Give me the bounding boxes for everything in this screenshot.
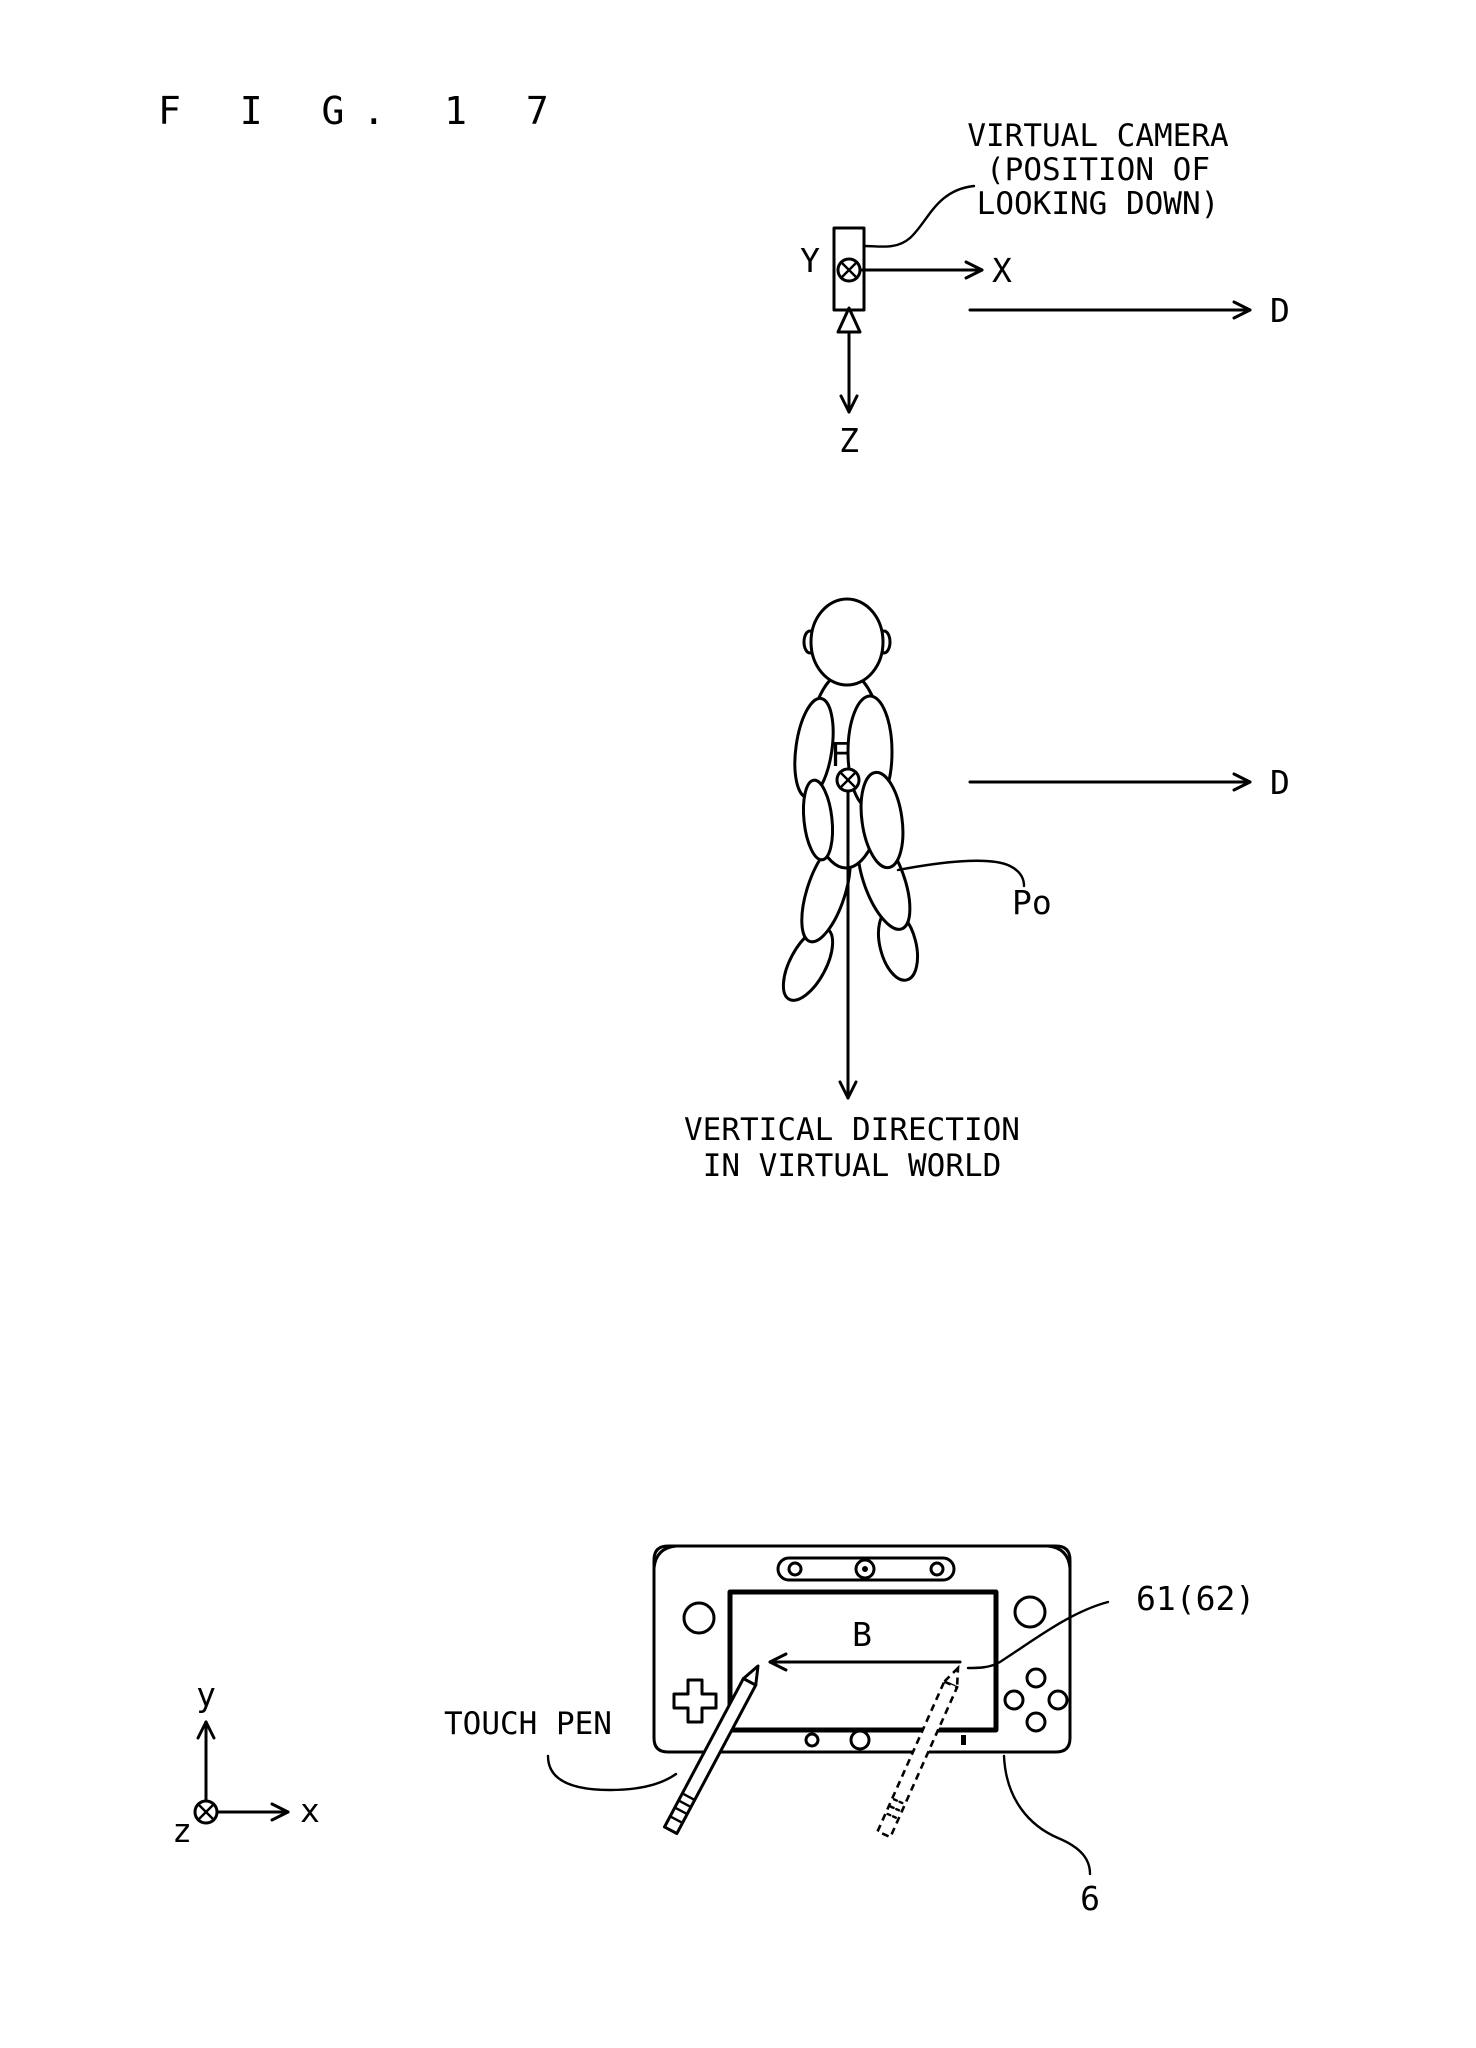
y-axis-cross-icon — [839, 260, 859, 280]
bottom-button-small-icon[interactable] — [804, 1732, 820, 1748]
terminal-camera-lens-icon — [862, 1566, 868, 1572]
terminal-device-group: B 61(62) TOUCH PEN 6 — [444, 1544, 1255, 1918]
camera-leader-line — [862, 184, 976, 248]
player-leader-line — [896, 859, 1026, 888]
terminal-sensor-right-icon — [929, 1561, 945, 1577]
face-button-top-icon[interactable] — [1025, 1667, 1047, 1689]
axis-z-label: Z — [839, 421, 859, 460]
touch-axis-z-label: z — [172, 1811, 192, 1850]
device-ref-label: 6 — [1080, 1879, 1100, 1918]
face-button-left-icon[interactable] — [1003, 1689, 1025, 1711]
camera-lens-icon — [836, 306, 862, 334]
figure-title: F I G. 1 7 — [158, 89, 567, 133]
device-leader-line — [1002, 1754, 1092, 1876]
camera-label-line-1: VIRTUAL CAMERA — [967, 118, 1229, 154]
point-f-label: F — [830, 735, 850, 774]
cross-key-dpad-icon[interactable] — [672, 1678, 718, 1724]
vertical-caption-line-1: VERTICAL DIRECTION — [684, 1112, 1020, 1148]
face-button-bottom-icon[interactable] — [1025, 1711, 1047, 1733]
camera-label-line-2: (POSITION OF — [986, 152, 1210, 188]
vertical-caption-line-2: IN VIRTUAL WORLD — [703, 1148, 1002, 1184]
pen-leader-line — [546, 1754, 678, 1792]
direction-d-label-top: D — [1270, 291, 1290, 330]
touch-panel-axes-group: y x z — [172, 1675, 320, 1850]
touch-axis-y-label: y — [196, 1675, 216, 1714]
slide-b-label: B — [852, 1615, 872, 1654]
left-analog-stick-icon[interactable] — [682, 1601, 716, 1635]
touch-z-axis-cross-icon — [196, 1802, 216, 1822]
player-forearm-right — [859, 770, 905, 870]
point-f-cross-icon — [838, 770, 858, 790]
terminal-sensor-left-icon — [787, 1561, 803, 1577]
screen-ref-label: 61(62) — [1136, 1579, 1255, 1618]
bottom-button-home-icon[interactable] — [849, 1729, 871, 1751]
virtual-camera-group: VIRTUAL CAMERA (POSITION OF LOOKING DOWN… — [800, 118, 1290, 460]
player-object-group: F VERTICAL DIRECTION IN VIRTUAL WORLD Po… — [684, 597, 1290, 1184]
camera-label-line-3: LOOKING DOWN) — [977, 186, 1220, 222]
touch-pen-icon[interactable] — [662, 1663, 764, 1836]
right-analog-stick-icon[interactable] — [1013, 1595, 1047, 1629]
direction-d-label-middle: D — [1270, 763, 1290, 802]
touch-axis-x-label: x — [300, 1791, 320, 1830]
player-head — [809, 597, 885, 687]
face-button-right-icon[interactable] — [1047, 1689, 1069, 1711]
screen-leader-line — [966, 1600, 1110, 1670]
player-po-label: Po — [1012, 883, 1052, 922]
touch-pen-start-position-icon — [875, 1664, 960, 1839]
axis-y-label: Y — [800, 241, 820, 280]
player-forearm-left — [801, 778, 835, 862]
bottom-indicator-icon — [961, 1735, 966, 1745]
touch-pen-label: TOUCH PEN — [444, 1706, 612, 1742]
terminal-left-shoulder — [652, 1544, 678, 1584]
terminal-right-shoulder — [1046, 1544, 1072, 1584]
axis-x-label: X — [992, 251, 1012, 290]
